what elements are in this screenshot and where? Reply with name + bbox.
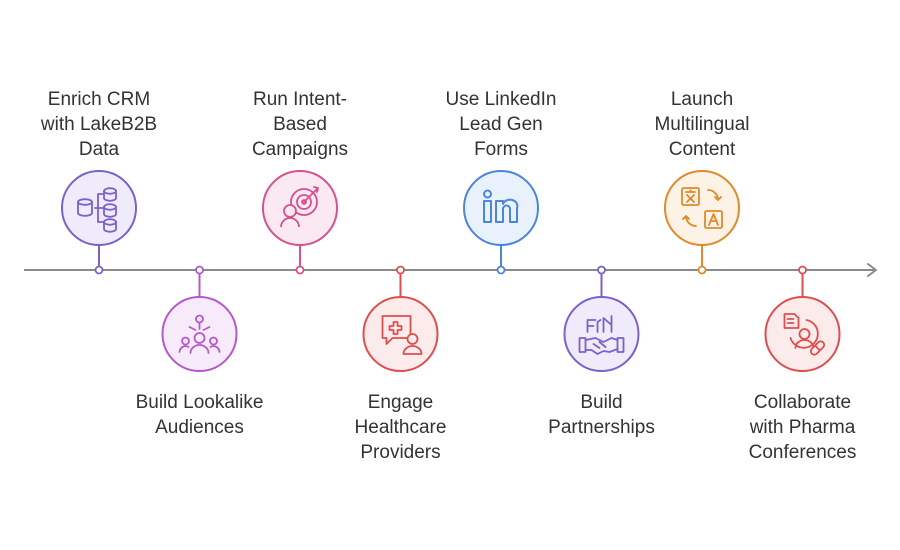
step-icon-circle xyxy=(563,296,640,372)
step-label-line: Partnerships xyxy=(548,417,655,438)
step-label-line: Based xyxy=(273,114,327,135)
step-label-line: Collaborate xyxy=(753,392,852,413)
step-label-line: Build Lookalike xyxy=(135,392,264,413)
timeline-node xyxy=(396,265,405,275)
step-label-line: Lead Gen xyxy=(459,114,543,135)
linkedin-icon xyxy=(483,189,519,223)
pharma-person-icon xyxy=(783,313,826,356)
step-label-line: Forms xyxy=(474,139,528,160)
timeline-node xyxy=(496,265,506,275)
medical-chat-icon xyxy=(381,315,423,355)
step-label-line: Healthcare xyxy=(354,417,447,438)
timeline-node xyxy=(94,265,104,275)
step-icon-circle xyxy=(362,296,439,372)
step-label-line: with Pharma xyxy=(749,417,856,438)
timeline-node xyxy=(697,265,707,275)
step-label-line: Run Intent- xyxy=(253,89,347,110)
step-icon-circle xyxy=(463,170,539,246)
step-label-line: Conferences xyxy=(748,442,857,463)
audience-network-icon xyxy=(178,314,221,354)
step-label-line: Enrich CRM xyxy=(47,89,151,110)
translate-icon xyxy=(681,187,723,229)
step-label-line: Build xyxy=(580,392,623,413)
step-icon-circle xyxy=(764,296,841,372)
step-label-line: Campaigns xyxy=(251,139,349,160)
step-label-line: Multilingual xyxy=(654,114,750,135)
step-label-line: Audiences xyxy=(155,417,244,438)
step-label-line: with LakeB2B xyxy=(40,114,158,135)
step-label-line: Data xyxy=(78,139,120,160)
step-label-line: Content xyxy=(668,139,736,160)
timeline-arrowhead xyxy=(867,263,877,277)
step-label-line: Providers xyxy=(360,442,441,463)
step-label-line: Launch xyxy=(670,89,734,110)
timeline-node xyxy=(798,265,807,275)
step-label-line: Use LinkedIn xyxy=(445,89,557,110)
step-label: Enrich CRM with LakeB2B Data xyxy=(24,87,174,162)
timeline-node xyxy=(295,265,305,275)
handshake-icon xyxy=(578,315,625,355)
timeline-node xyxy=(195,265,204,275)
target-person-icon xyxy=(280,186,319,228)
step-icon-circle xyxy=(161,296,238,372)
timeline-node xyxy=(597,265,606,275)
database-hierarchy-icon xyxy=(77,187,117,233)
step-label-line: Engage xyxy=(367,392,434,413)
step-icon-circle xyxy=(664,170,740,246)
